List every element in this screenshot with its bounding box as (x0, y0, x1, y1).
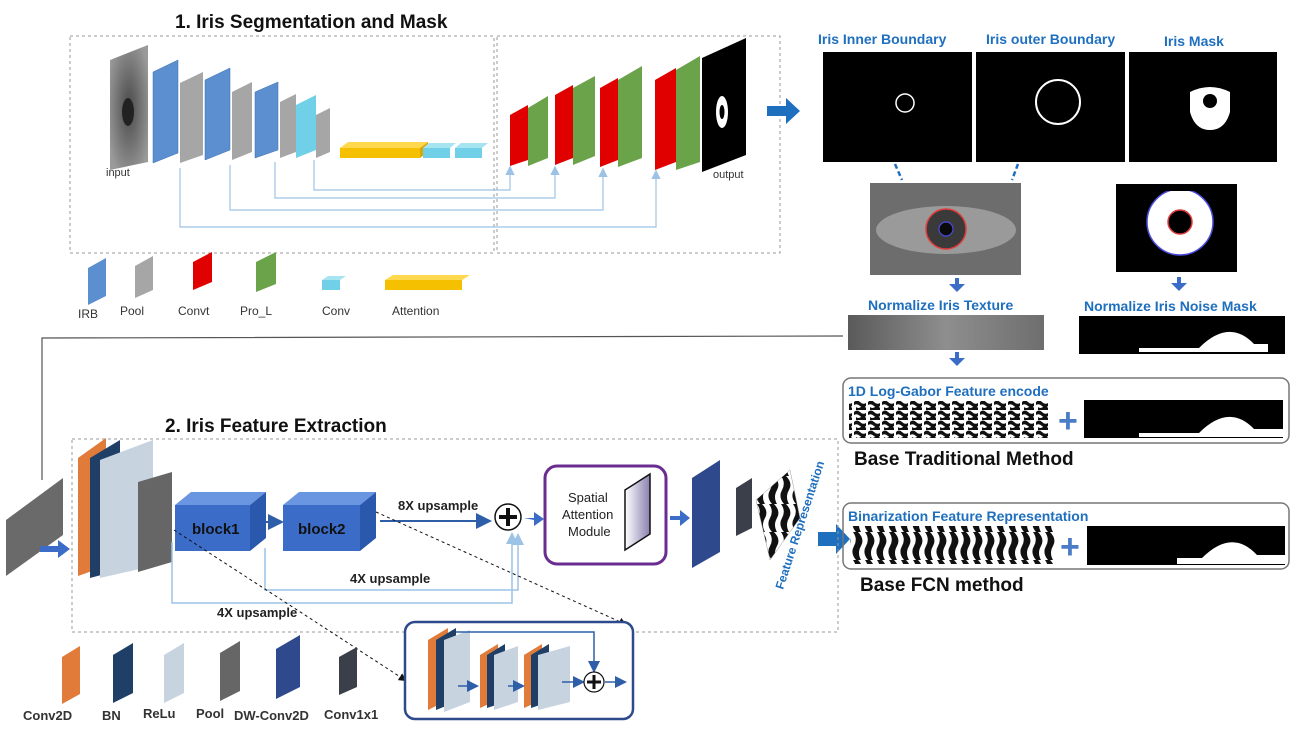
stem-layers (78, 438, 172, 578)
skip-connections (179, 160, 661, 228)
inner-boundary-label: Iris Inner Boundary (818, 31, 947, 47)
normalize-noise-label: Normalize Iris Noise Mask (1084, 298, 1257, 314)
decoder-frame (496, 35, 781, 254)
sam-line3: Module (568, 524, 611, 539)
legend-pro-l: Pro_L (240, 304, 272, 318)
iris-mask-label: Iris Mask (1164, 33, 1224, 49)
fcn-method-label: Base FCN method (860, 575, 1024, 596)
skip-4x-block1 (171, 532, 518, 604)
arrow-texture-down (949, 352, 965, 366)
block-detail-layers (428, 628, 570, 712)
legend-convt: Convt (178, 304, 210, 318)
block-detail-arrows (456, 631, 627, 692)
legend-attention: Attention (392, 304, 439, 318)
arrow-to-results (767, 98, 800, 124)
legend-relu: ReLu (143, 706, 176, 721)
legend-bn: BN (102, 708, 121, 723)
block-detail-sum-icon (583, 671, 605, 693)
legend-conv: Conv (322, 304, 350, 318)
outer-boundary-image (976, 52, 1125, 162)
binarization-code-image (850, 526, 1055, 564)
input-eye-image (110, 45, 148, 170)
noise-mask-image (1116, 184, 1237, 272)
normalized-noise-image (1079, 316, 1285, 354)
inner-boundary-image (823, 52, 972, 162)
arrow-into-sam (524, 512, 544, 526)
normalized-texture-image (848, 315, 1044, 350)
sam-line1: Spatial (568, 490, 608, 505)
iris-mask-image (1129, 52, 1277, 162)
log-gabor-box (842, 377, 1290, 444)
arrow-eye-down (949, 278, 965, 292)
skip-4x-block2 (264, 533, 524, 591)
segmented-eye-image (870, 183, 1021, 275)
encoder-layers (152, 59, 488, 164)
plus-icon: + (1060, 528, 1080, 566)
zoom-line-block1 (173, 529, 407, 682)
normalized-input-image (6, 478, 63, 576)
decoder-layers (510, 56, 700, 170)
log-gabor-code-image (849, 401, 1049, 438)
up8-label: 8X upsample (398, 498, 478, 513)
arrow-outer-to-eye (1010, 163, 1020, 181)
legend-section1 (88, 252, 470, 305)
block1-label: block1 (192, 521, 240, 538)
feedback-line (41, 335, 844, 480)
post-sam-layers (692, 460, 801, 568)
log-gabor-label: 1D Log-Gabor Feature encode (848, 383, 1049, 399)
arrow-inner-to-eye (893, 163, 904, 181)
section2-title: 2. Iris Feature Extraction (165, 416, 387, 437)
normalize-texture-label: Normalize Iris Texture (868, 297, 1013, 313)
outer-boundary-label: Iris outer Boundary (986, 31, 1115, 47)
binarization-box (842, 502, 1290, 570)
up4a-label: 4X upsample (350, 571, 430, 586)
sam-line2: Attention (562, 507, 613, 522)
legend-irb: IRB (78, 307, 98, 321)
arrow-noise-down (1171, 277, 1187, 291)
arrow-to-fcn (818, 524, 850, 554)
section1-title: 1. Iris Segmentation and Mask (175, 12, 448, 33)
arrow-out-sam (670, 510, 690, 526)
log-gabor-mask-image (1084, 400, 1283, 438)
block2-label: block2 (298, 521, 346, 538)
output-label: output (713, 169, 744, 181)
legend-section2 (62, 635, 357, 704)
sum-node-icon (494, 503, 522, 531)
encoder-frame (69, 35, 495, 254)
input-label: input (106, 167, 130, 179)
block1 (175, 492, 266, 551)
legend-pool: Pool (120, 304, 144, 318)
legend-conv2d: Conv2D (23, 708, 72, 723)
legend-conv1x1: Conv1x1 (324, 707, 378, 722)
legend-pool2: Pool (196, 706, 224, 721)
legend-dwconv2d: DW-Conv2D (234, 708, 309, 723)
binarization-mask-image (1087, 526, 1285, 565)
up4b-label: 4X upsample (217, 605, 297, 620)
sam-plane-icon (624, 472, 651, 552)
binarization-label: Binarization Feature Representation (848, 508, 1088, 524)
arrow-into-network (40, 540, 70, 558)
output-mask-image (702, 38, 746, 172)
plus-icon: + (1058, 402, 1078, 440)
block2 (283, 492, 376, 551)
traditional-method-label: Base Traditional Method (854, 449, 1074, 470)
